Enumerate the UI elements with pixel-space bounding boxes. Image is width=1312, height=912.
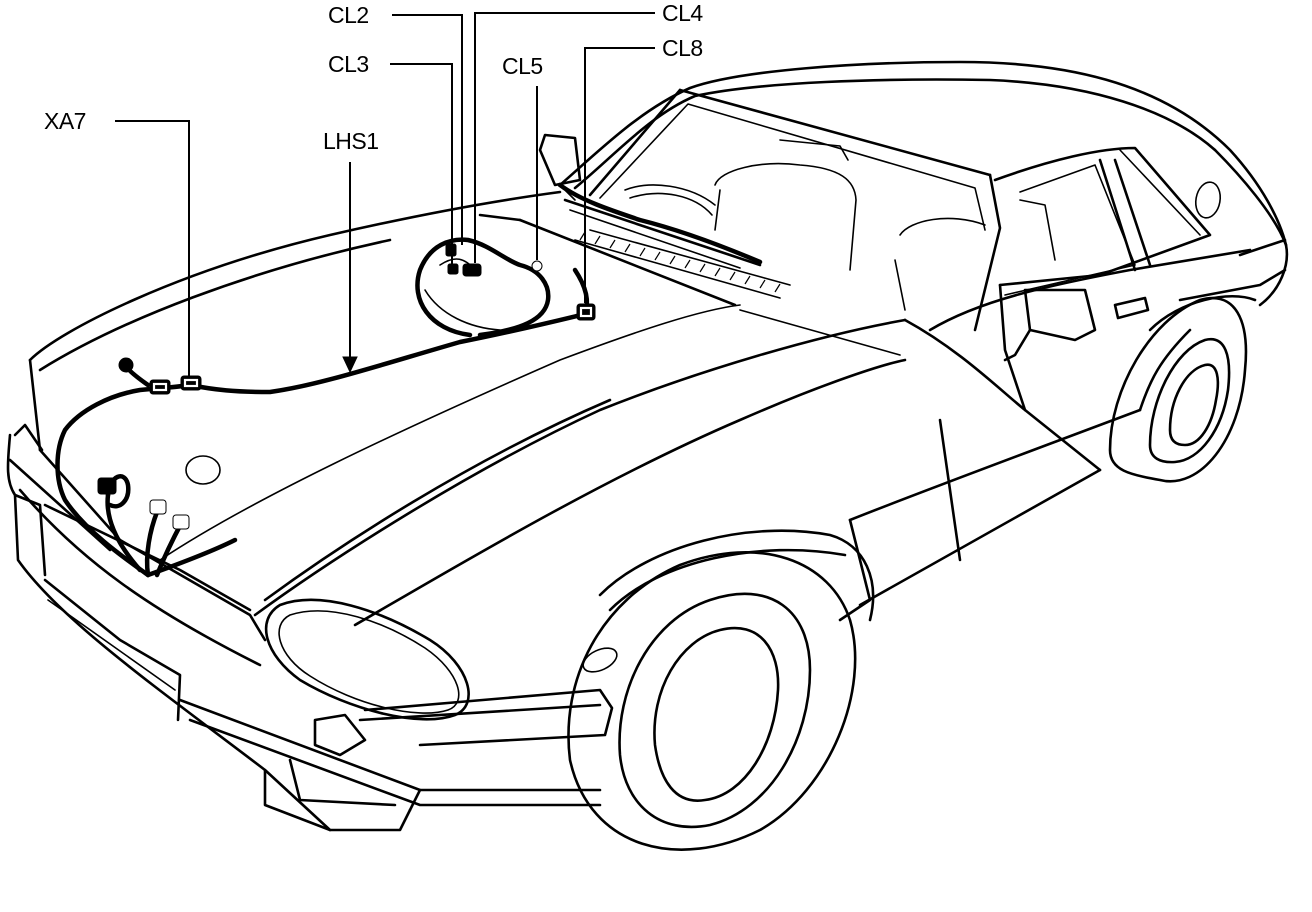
connector-cl5 bbox=[531, 260, 543, 272]
rear-wheel bbox=[1108, 294, 1257, 483]
connector-front-lamp-b bbox=[149, 499, 167, 515]
connector-cl3 bbox=[447, 263, 459, 275]
label-cl4: CL4 bbox=[662, 0, 703, 26]
connector-front-lamp-a bbox=[97, 477, 117, 495]
label-cl3: CL3 bbox=[328, 51, 369, 77]
label-xa7: XA7 bbox=[44, 108, 86, 134]
harness-cabin-loop bbox=[415, 237, 551, 338]
label-cl5: CL5 bbox=[502, 53, 543, 79]
leader-xa7 bbox=[115, 120, 190, 376]
leader-cl8 bbox=[584, 47, 655, 303]
connector-front-left-b bbox=[118, 357, 134, 373]
bonnet bbox=[28, 190, 907, 627]
lhs1-arrowhead bbox=[342, 356, 358, 374]
leader-cl3 bbox=[390, 63, 453, 265]
connector-cl4 bbox=[462, 263, 482, 277]
cowl-vent-hatching bbox=[579, 231, 781, 293]
harness-front-branch bbox=[55, 382, 193, 578]
leader-cl4 bbox=[474, 12, 655, 263]
label-cl8: CL8 bbox=[662, 35, 703, 61]
wiring-harness bbox=[55, 182, 763, 578]
side-body bbox=[538, 133, 1287, 622]
front-wheel bbox=[567, 529, 875, 851]
seats bbox=[624, 139, 1056, 311]
label-lhs1: LHS1 bbox=[323, 128, 379, 154]
leader-lines bbox=[115, 12, 655, 376]
cabin-outline bbox=[558, 60, 1289, 332]
front-end bbox=[6, 423, 618, 832]
connector-front-lamp-c bbox=[172, 514, 190, 530]
label-cl2: CL2 bbox=[328, 2, 369, 28]
connector-cl8 bbox=[576, 303, 596, 321]
leader-cl2 bbox=[392, 14, 463, 245]
harness-main-run bbox=[187, 311, 588, 395]
